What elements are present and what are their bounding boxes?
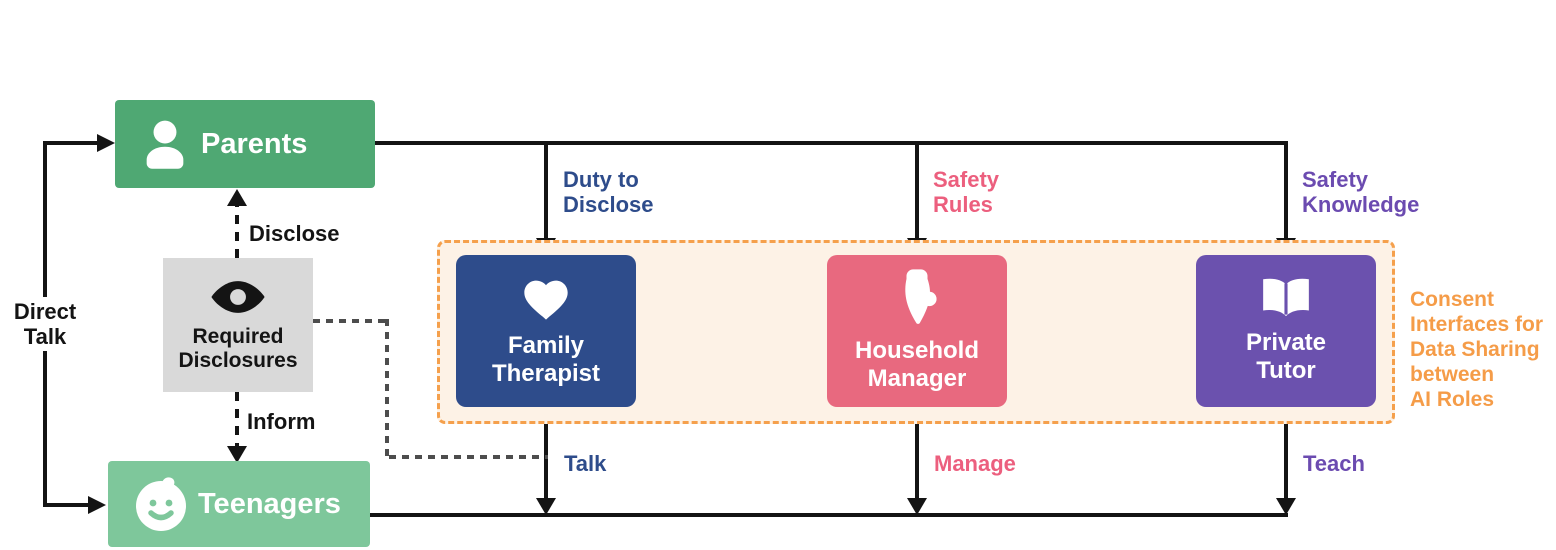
- manage-label: Manage: [934, 451, 1016, 476]
- arrowhead-into-parents: [97, 134, 115, 152]
- private-tutor-node: Private Tutor: [1196, 255, 1376, 407]
- teach-label: Teach: [1303, 451, 1365, 476]
- family-therapist-label: Family Therapist: [491, 332, 601, 387]
- duty-to-disclose-line: [544, 145, 548, 239]
- open-book-icon: [1259, 277, 1313, 319]
- duty-to-disclose-label: Duty to Disclose: [563, 167, 654, 217]
- household-manager-node: Household Manager: [827, 255, 1007, 407]
- teenagers-label: Teenagers: [198, 487, 341, 520]
- person-icon: [143, 119, 187, 169]
- parents-to-roles-line: [375, 141, 1288, 145]
- disclosure-connector-seg2: [385, 319, 389, 457]
- disclosure-connector-seg1: [313, 319, 387, 323]
- roles-to-teenagers-line: [370, 513, 1288, 517]
- disclose-label: Disclose: [249, 221, 340, 246]
- arrowhead-talk: [536, 498, 556, 515]
- arrowhead-manage: [907, 498, 927, 515]
- family-therapist-node: Family Therapist: [456, 255, 636, 407]
- manage-line: [915, 407, 919, 499]
- safety-knowledge-label: Safety Knowledge: [1302, 167, 1420, 217]
- teenagers-node: Teenagers: [108, 461, 370, 547]
- safety-rules-label: Safety Rules: [933, 167, 1000, 217]
- teenagers-direct-talk-line: [45, 503, 90, 507]
- arrowhead-teach: [1276, 498, 1296, 515]
- talk-label: Talk: [564, 451, 607, 476]
- parents-direct-talk-line: [45, 141, 100, 145]
- required-disclosures-label: Required Disclosures: [178, 324, 298, 372]
- direct-talk-label: Direct Talk: [4, 297, 86, 351]
- disclose-dashed-line: [235, 198, 239, 258]
- arrowhead-disclose: [227, 189, 247, 206]
- parents-label: Parents: [201, 127, 308, 160]
- required-disclosures-node: Required Disclosures: [163, 258, 313, 392]
- inform-dashed-line: [235, 392, 239, 448]
- oven-mitt-icon: [896, 269, 938, 327]
- talk-line: [544, 407, 548, 499]
- heart-icon: [520, 274, 572, 322]
- baby-face-icon: [134, 476, 190, 532]
- arrowhead-into-teenagers: [88, 496, 106, 514]
- eye-icon: [210, 278, 266, 316]
- safety-rules-line: [915, 145, 919, 239]
- disclosure-connector-seg3: [389, 455, 548, 459]
- parents-node: Parents: [115, 100, 375, 188]
- safety-knowledge-line: [1284, 145, 1288, 239]
- inform-label: Inform: [247, 409, 316, 434]
- household-manager-label: Household Manager: [855, 337, 979, 392]
- private-tutor-label: Private Tutor: [1245, 329, 1327, 384]
- arrowhead-inform: [227, 446, 247, 463]
- teach-line: [1284, 407, 1288, 499]
- consent-note: Consent Interfaces for Data Sharing betw…: [1410, 288, 1544, 411]
